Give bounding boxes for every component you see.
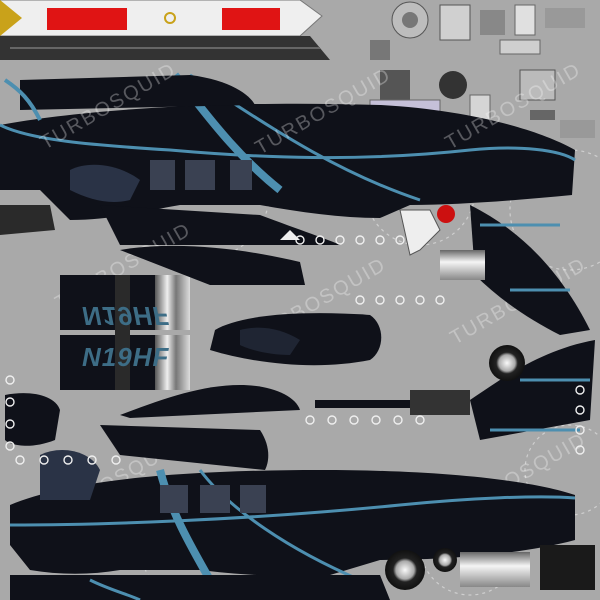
gauge-dot [15,455,25,465]
gauge-dot [375,235,385,245]
gauge-dot [371,415,381,425]
antenna-part [399,205,455,256]
tail-fin-upper [470,205,590,335]
gauge-dot [349,415,359,425]
gauge-dot [393,415,403,425]
gauge-dot [415,415,425,425]
landing-gear-wheel-1 [489,345,525,381]
top-fuselage-strip [0,0,330,60]
gauge-dot [327,415,337,425]
gauge-dot [5,397,15,407]
tail-fin-lower [470,340,595,440]
gauge-dot [63,455,73,465]
small-gauges [5,235,585,465]
gauge-dot [111,455,121,465]
gauge-dot [305,415,315,425]
gauge-dot [435,295,445,305]
gauge-dot [415,295,425,305]
registration-mirrored: N19HF [82,301,169,331]
gauge-dot [355,235,365,245]
gauge-dot [575,425,585,435]
gauge-dot [5,375,15,385]
gauge-dot [335,235,345,245]
gauge-dot [395,235,405,245]
gauge-dot [5,441,15,451]
gauge-dot [5,419,15,429]
landing-gear-wheel-2 [385,545,595,590]
gauge-dot [575,385,585,395]
fuselage-side-lower [9,450,576,600]
gauge-dot [575,445,585,455]
registration-normal: N19HF [82,342,169,372]
gauge-dot [575,405,585,415]
gauge-dot [39,455,49,465]
gauge-dot [355,295,365,305]
fuselage-side-upper [0,72,576,245]
gauge-dot [295,235,305,245]
center-body-pieces [0,205,485,470]
gauge-dot [375,295,385,305]
gauge-dot [315,235,325,245]
gauge-dot [395,295,405,305]
engine-nacelles [60,275,190,390]
gauge-dot [87,455,97,465]
